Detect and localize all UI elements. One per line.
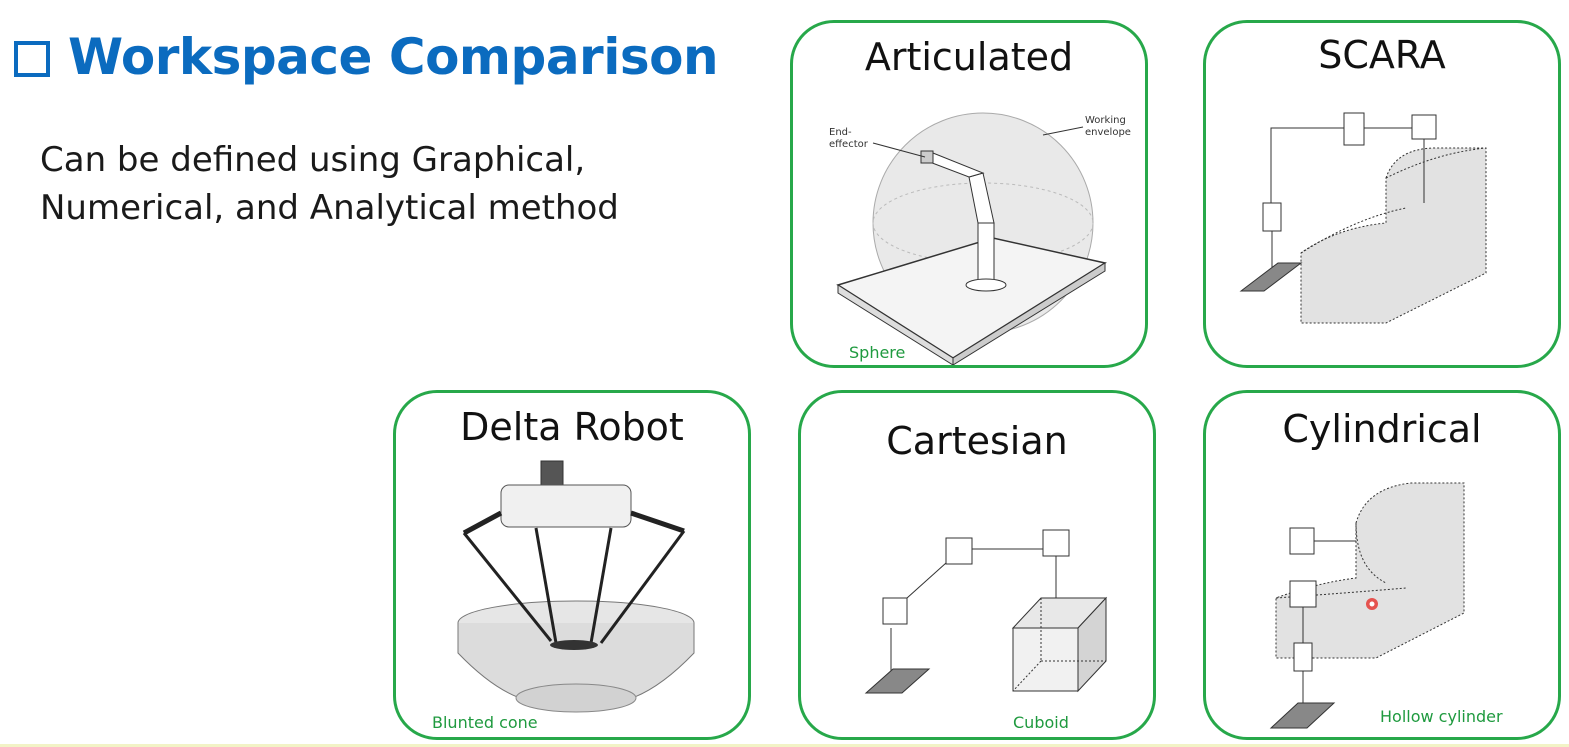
subtitle-line-2: Numerical, and Analytical method: [40, 188, 619, 228]
card-scara: SCARA: [1203, 20, 1561, 368]
card-caption-articulated: Sphere: [849, 343, 906, 362]
slide-title-text: Workspace Comparison: [68, 28, 719, 86]
cylindrical-robot-illustration: [1269, 482, 1465, 729]
card-cylindrical: Cylindrical Hollow cylinder: [1203, 390, 1561, 740]
label-end: End-: [829, 127, 852, 138]
card-cartesian: Cartesian Cuboid: [798, 390, 1156, 740]
card-articulated: Articulated End- effector Working envelo…: [790, 20, 1148, 368]
card-heading-cylindrical: Cylindrical: [1282, 407, 1482, 451]
card-heading-cartesian: Cartesian: [886, 419, 1068, 463]
label-working: Working: [1085, 115, 1126, 126]
scara-robot-illustration: [1239, 112, 1487, 324]
checkbox-bullet-icon: [14, 41, 50, 77]
card-caption-cylindrical: Hollow cylinder: [1380, 707, 1503, 726]
card-heading-delta: Delta Robot: [460, 405, 684, 449]
label-envelope: envelope: [1085, 127, 1131, 138]
card-caption-cartesian: Cuboid: [1013, 713, 1069, 732]
subtitle-line-1: Can be defined using Graphical,: [40, 140, 586, 180]
label-effector: effector: [829, 139, 869, 150]
slide-bottom-rule: [0, 744, 1569, 747]
delta-robot-illustration: [457, 460, 695, 713]
card-heading-articulated: Articulated: [864, 35, 1074, 79]
slide-title: Workspace Comparison: [14, 28, 719, 86]
slide-subtitle: Can be defined using Graphical, Numerica…: [40, 136, 760, 232]
cartesian-robot-illustration: [864, 529, 1108, 694]
card-caption-delta: Blunted cone: [432, 713, 538, 732]
card-heading-scara: SCARA: [1318, 33, 1446, 77]
card-delta: Delta Robot Blunted cone: [393, 390, 751, 740]
articulated-robot-illustration: End- effector Working envelope: [829, 112, 1131, 365]
